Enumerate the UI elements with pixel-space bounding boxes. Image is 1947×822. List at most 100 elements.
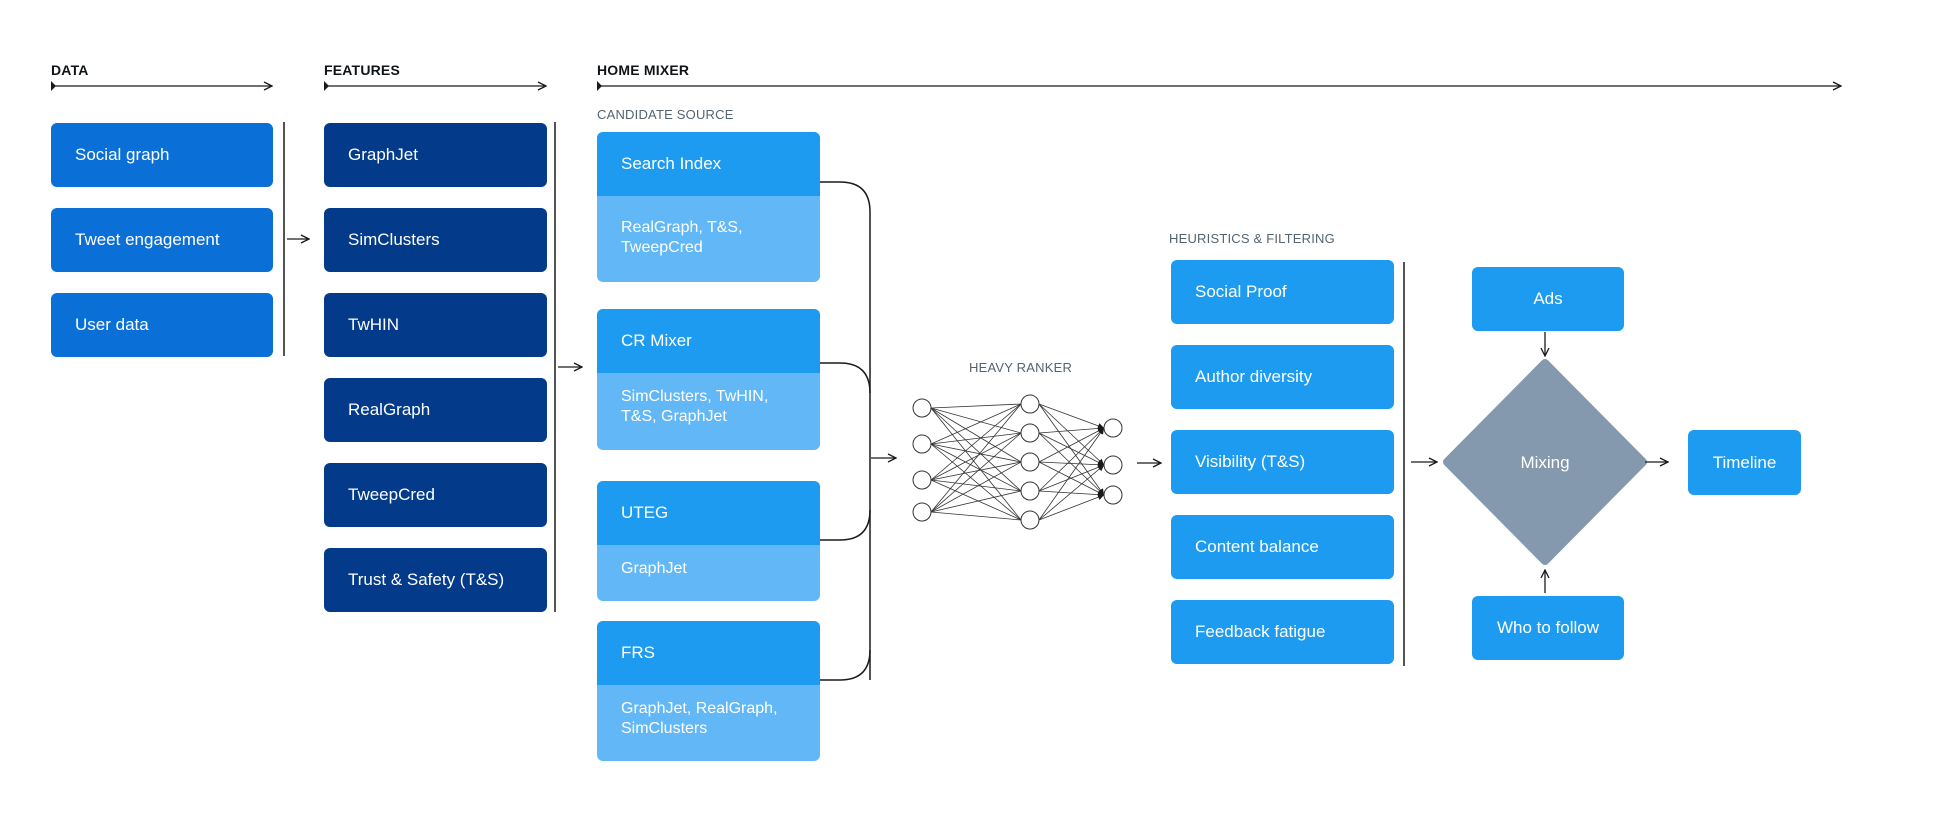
network-edge: [930, 403, 1022, 409]
network-edge: [1038, 464, 1105, 521]
heuristic-label: Author diversity: [1195, 367, 1313, 386]
network-edge: [1038, 464, 1105, 492]
network-node: [1020, 452, 1040, 472]
ads-label: Ads: [1533, 289, 1563, 308]
section-label-home-mixer: HOME MIXER: [597, 62, 690, 78]
heuristics-to-mixing-connector: [1403, 262, 1437, 666]
candidate-source-uteg: UTEG GraphJet: [597, 481, 820, 601]
ads-box: Ads: [1472, 267, 1624, 331]
candidate-source-label: CANDIDATE SOURCE: [597, 107, 734, 122]
candidate-source-name: UTEG: [597, 481, 820, 545]
heuristic-box-content-balance: Content balance: [1171, 515, 1394, 579]
feature-item-label: GraphJet: [348, 145, 418, 164]
network-edge: [1038, 403, 1105, 466]
mixing-diamond: [1443, 359, 1647, 565]
network-edge: [930, 407, 1022, 463]
network-edge: [930, 432, 1022, 481]
heuristic-label: Social Proof: [1195, 282, 1287, 301]
network-edge: [930, 407, 1022, 492]
feature-item-label: SimClusters: [348, 230, 440, 249]
network-edge: [1038, 461, 1105, 496]
data-item-label: Social graph: [75, 145, 170, 164]
network-edge: [1038, 427, 1105, 492]
network-edge: [930, 511, 1022, 521]
network-edge: [930, 479, 1022, 521]
heuristic-box-visibility: Visibility (T&S): [1171, 430, 1394, 494]
network-edge: [1038, 427, 1105, 521]
candidate-source-features: RealGraph, T&S, TweepCred: [621, 219, 743, 256]
network-edge: [930, 403, 1022, 445]
network-node: [1103, 418, 1123, 438]
network-node: [1103, 455, 1123, 475]
network-node: [912, 502, 932, 522]
network-node: [1020, 510, 1040, 530]
features-section-arrow-icon: [324, 81, 546, 91]
feature-box-simclusters: SimClusters: [324, 208, 547, 272]
heuristic-box-social-proof: Social Proof: [1171, 260, 1394, 324]
neural-network-icon: [912, 394, 1123, 530]
feature-item-label: RealGraph: [348, 400, 431, 419]
network-node: [912, 398, 932, 418]
network-edge: [930, 443, 1022, 492]
heuristic-label: Feedback fatigue: [1195, 622, 1326, 641]
network-edge: [930, 479, 1022, 492]
network-edge: [1038, 427, 1105, 463]
feature-box-tweepcred: TweepCred: [324, 463, 547, 527]
feature-item-label: TwHIN: [348, 315, 399, 334]
network-edge: [930, 407, 1022, 521]
data-item-label: User data: [75, 315, 149, 334]
timeline-label: Timeline: [1712, 452, 1777, 472]
feature-item-label: Trust & Safety (T&S): [348, 570, 505, 589]
network-edge: [1038, 403, 1105, 496]
candidate-source-name: FRS: [597, 621, 820, 685]
network-edge: [930, 461, 1022, 513]
candidate-source-features: SimClusters, TwHIN, T&S, GraphJet: [621, 388, 769, 425]
network-edge: [930, 432, 1022, 513]
section-label-features: FEATURES: [324, 62, 401, 78]
data-box-tweet-engagement: Tweet engagement: [51, 208, 273, 272]
network-edge: [1038, 461, 1105, 468]
heuristics-label: HEURISTICS & FILTERING: [1169, 231, 1335, 246]
network-edge: [1038, 403, 1105, 429]
heuristic-box-feedback-fatigue: Feedback fatigue: [1171, 600, 1394, 664]
home-mixer-section-arrow-icon: [597, 81, 1841, 91]
network-node: [1103, 485, 1123, 505]
feature-item-label: TweepCred: [348, 485, 435, 504]
data-section-arrow-icon: [51, 81, 272, 91]
candidate-source-features: GraphJet, RealGraph, SimClusters: [621, 700, 778, 737]
network-node: [912, 470, 932, 490]
candidate-source-search-index: Search Index RealGraph, T&S, TweepCred: [597, 132, 820, 282]
feature-box-twhin: TwHIN: [324, 293, 547, 357]
network-node: [1020, 481, 1040, 501]
mixing-label: Mixing: [1520, 453, 1570, 472]
candidate-source-name: CR Mixer: [597, 309, 820, 373]
network-edge: [930, 403, 1022, 481]
network-edge: [1038, 494, 1105, 521]
network-edge: [930, 432, 1022, 445]
heavy-ranker-label: HEAVY RANKER: [969, 360, 1073, 375]
feature-box-realgraph: RealGraph: [324, 378, 547, 442]
network-edge: [930, 403, 1022, 513]
network-edge: [1038, 425, 1105, 434]
section-label-data: DATA: [51, 62, 89, 78]
heuristic-label: Visibility (T&S): [1195, 452, 1306, 471]
network-edge: [930, 407, 1022, 434]
candidate-source-frs: FRS GraphJet, RealGraph, SimClusters: [597, 621, 820, 761]
candidate-source-features: GraphJet: [621, 560, 687, 577]
candidates-merge-connector: [820, 181, 896, 681]
data-box-social-graph: Social graph: [51, 123, 273, 187]
candidate-source-cr-mixer: CR Mixer SimClusters, TwHIN, T&S, GraphJ…: [597, 309, 820, 450]
who-to-follow-label: Who to follow: [1496, 618, 1600, 637]
data-box-user-data: User data: [51, 293, 273, 357]
network-node: [1020, 423, 1040, 443]
feature-box-trust-and-safety: Trust & Safety (T&S): [324, 548, 547, 612]
network-node: [912, 434, 932, 454]
feature-box-graphjet: GraphJet: [324, 123, 547, 187]
timeline-box: Timeline: [1688, 430, 1801, 495]
network-node: [1020, 394, 1040, 414]
network-edge: [930, 443, 1022, 521]
data-to-features-connector: [283, 122, 309, 356]
network-edge: [930, 490, 1022, 513]
